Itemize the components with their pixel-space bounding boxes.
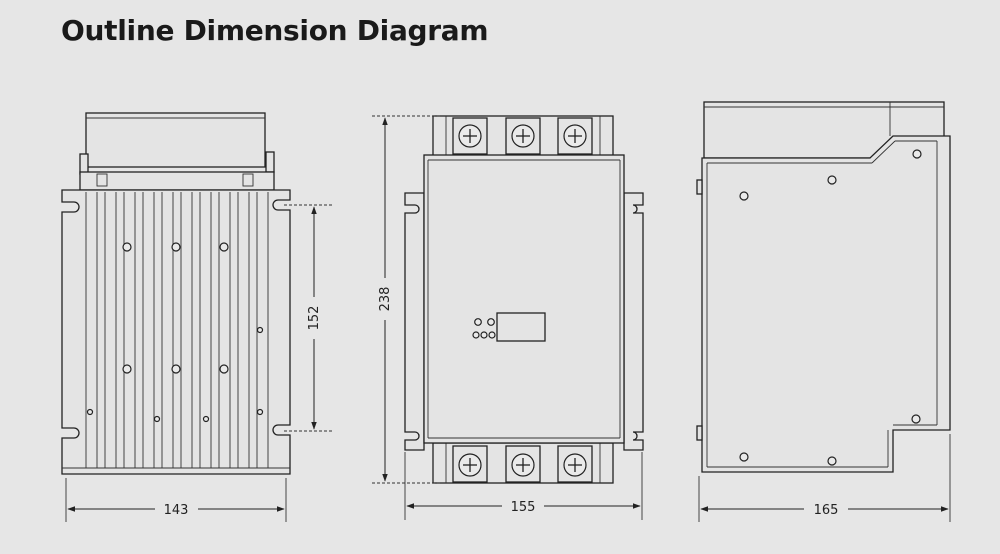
heatsink-top-cap	[85, 112, 266, 168]
front-view: 238 155	[372, 115, 644, 520]
mounting-hole	[219, 364, 229, 374]
mounting-hole	[739, 191, 749, 201]
terminal-screw-icon	[458, 124, 482, 148]
heatsink-fins	[85, 192, 269, 468]
page-title: Outline Dimension Diagram	[61, 14, 489, 47]
terminal-screw-icon	[563, 124, 587, 148]
display-window	[496, 312, 546, 342]
heatsink-bridge	[79, 171, 275, 191]
mounting-hole	[171, 364, 181, 374]
mounting-hole	[827, 175, 837, 185]
dimension-label-152: 152	[307, 306, 322, 331]
mounting-hole	[739, 452, 749, 462]
dimension-label-155: 155	[511, 500, 536, 515]
indicator-led	[474, 318, 482, 326]
heatsink-body	[61, 189, 291, 475]
dimension-label-238: 238	[378, 287, 393, 312]
terminal-screws	[458, 124, 587, 477]
side-body	[701, 135, 951, 473]
indicator-led	[480, 331, 488, 339]
mounting-hole	[911, 414, 921, 424]
terminal-screw-icon	[458, 453, 482, 477]
mounting-hole	[219, 242, 229, 252]
dimension-label-165: 165	[814, 503, 839, 518]
terminal-screw-icon	[511, 453, 535, 477]
indicator-led	[472, 331, 480, 339]
indicator-led	[488, 331, 496, 339]
mounting-hole	[122, 364, 132, 374]
dimension-label-143: 143	[164, 503, 189, 518]
terminal-screw-icon	[563, 453, 587, 477]
front-cover	[423, 154, 625, 444]
indicator-led	[487, 318, 495, 326]
terminal-screw-icon	[511, 124, 535, 148]
mounting-hole	[171, 242, 181, 252]
heatsink-view: 143 152	[61, 112, 332, 522]
mounting-hole	[122, 242, 132, 252]
side-view: 165	[696, 101, 951, 522]
mounting-hole	[827, 456, 837, 466]
mounting-hole	[912, 149, 922, 159]
